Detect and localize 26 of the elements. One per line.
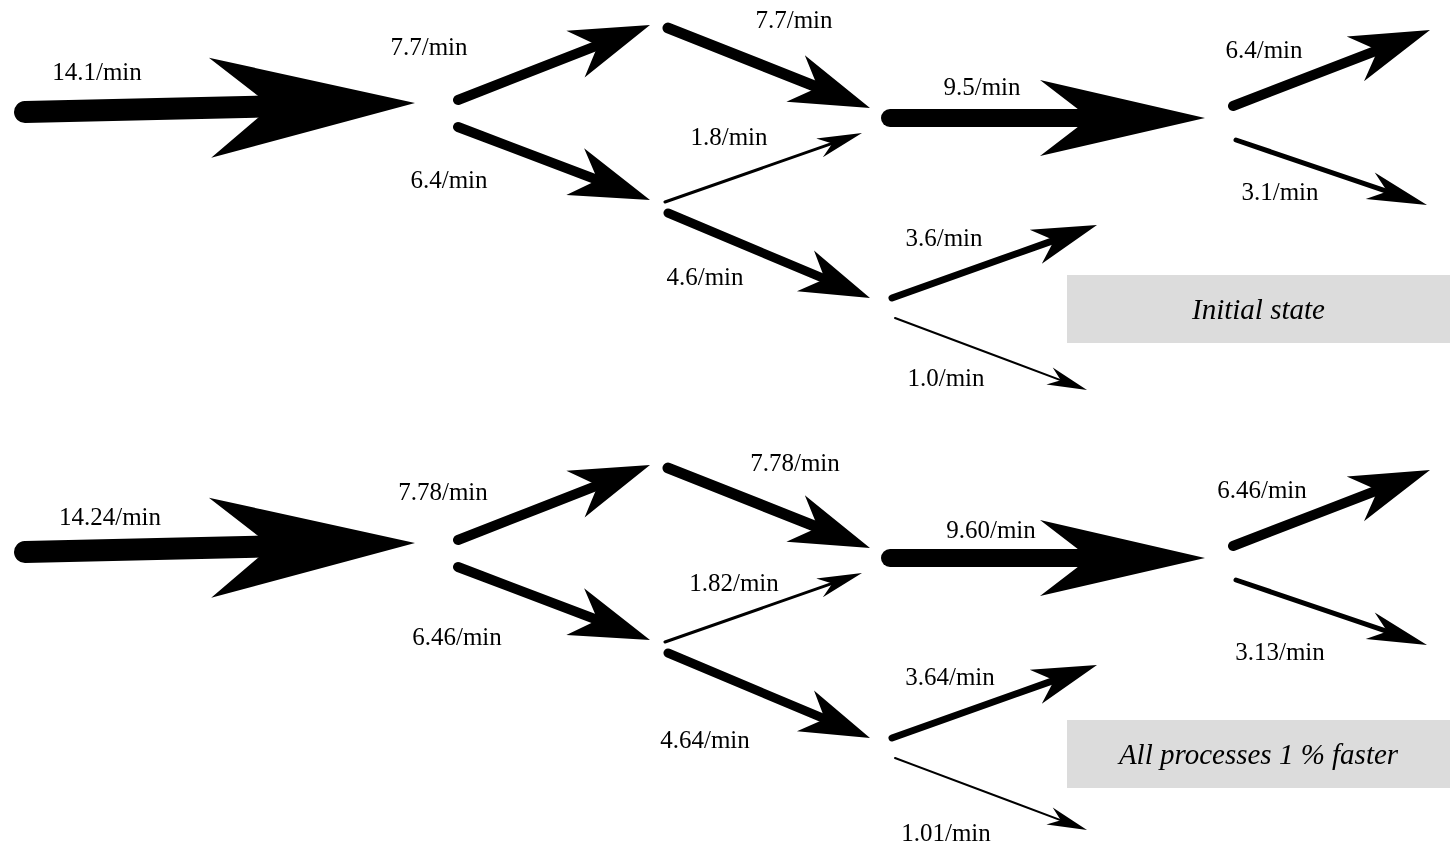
flow-rate-label: 1.8/min (690, 123, 768, 151)
panel-caption: All processes 1 % faster (1118, 737, 1399, 771)
flow-rate-label: 7.7/min (390, 33, 468, 61)
flow-rate-label: 3.64/min (905, 663, 995, 691)
flow-rate-label: 9.5/min (943, 73, 1021, 101)
flow-rate-label: 9.60/min (946, 516, 1036, 544)
flow-rate-label: 3.13/min (1235, 638, 1325, 666)
flow-rate-label: 6.4/min (410, 166, 488, 194)
flow-rate-label: 6.46/min (412, 623, 502, 651)
caption-panel (1067, 720, 1450, 788)
flow-rate-label: 1.0/min (907, 364, 985, 392)
flow-rate-label: 1.82/min (689, 569, 779, 597)
flow-rate-label: 7.78/min (750, 449, 840, 477)
panel-caption: Initial state (1192, 292, 1325, 326)
flow-rate-label: 6.4/min (1225, 36, 1303, 64)
flow-rate-label: 3.6/min (905, 224, 983, 252)
flow-rate-label: 14.24/min (58, 503, 162, 531)
flow-rate-label: 7.78/min (398, 478, 488, 506)
flow-rate-label: 4.64/min (660, 726, 750, 754)
flow-rate-label: 3.1/min (1241, 178, 1319, 206)
flow-rate-label: 14.1/min (52, 58, 142, 86)
flow-rate-label: 7.7/min (755, 6, 833, 34)
flow-rate-label: 6.46/min (1217, 476, 1307, 504)
flow-rate-label: 1.01/min (901, 819, 991, 847)
flow-rate-label: 4.6/min (666, 263, 744, 291)
caption-panel (1067, 275, 1450, 343)
